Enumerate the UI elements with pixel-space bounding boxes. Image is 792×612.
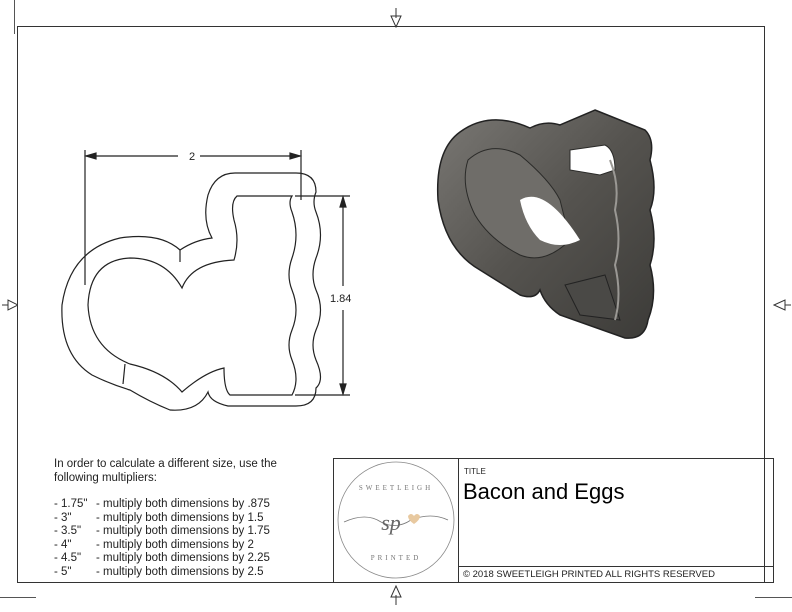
logo-bottom-text: PRINTED: [371, 554, 422, 562]
title-label: TITLE: [464, 467, 486, 476]
multiplier-size: - 3.5": [54, 525, 82, 537]
copyright-notice: © 2018 SWEETLEIGH PRINTED ALL RIGHTS RES…: [458, 566, 774, 582]
multiplier-text: - multiply both dimensions by 2.25: [96, 552, 270, 564]
multiplier-row: - 3" - multiply both dimensions by 1.5: [54, 512, 284, 526]
center-arrow-right-icon: [773, 299, 791, 311]
center-arrow-bottom-icon: [390, 585, 402, 605]
sweetleigh-logo: SWEETLEIGH PRINTED sp: [334, 459, 459, 582]
multiplier-size: - 1.75": [54, 498, 88, 510]
logo-emblem-icon: SWEETLEIGH PRINTED sp: [337, 461, 455, 579]
multiplier-size: - 5": [54, 565, 72, 578]
multiplier-text: - multiply both dimensions by 1.5: [96, 511, 264, 524]
logo-top-text: SWEETLEIGH: [359, 484, 433, 492]
height-dimension-label: 1.84: [330, 293, 351, 305]
multiplier-row: - 1.75" - multiply both dimensions by .87…: [54, 498, 284, 512]
multiplier-size: - 3": [54, 511, 72, 524]
corner-mark-top-left: [0, 0, 15, 34]
title-block: SWEETLEIGH PRINTED sp TITLE Bacon and Eg…: [333, 458, 774, 583]
multiplier-size: - 4": [54, 538, 72, 551]
cutter-3d-render: [436, 109, 655, 339]
multiplier-text: - multiply both dimensions by .875: [96, 498, 270, 510]
width-dimension-label: 2: [189, 151, 195, 163]
multiplier-size: - 4.5": [54, 552, 82, 564]
center-arrow-left-icon: [2, 299, 18, 311]
multiplier-text: - multiply both dimensions by 2.5: [96, 565, 264, 578]
drawing-title: Bacon and Eggs: [463, 479, 625, 504]
corner-mark-bottom-left: [0, 597, 36, 612]
notes-intro: In order to calculate a different size, …: [54, 458, 277, 484]
heart-icon: [408, 514, 420, 524]
multiplier-row: - 3.5" - multiply both dimensions by 1.75: [54, 525, 284, 539]
multiplier-row: - 5" - multiply both dimensions by 2.5: [54, 566, 284, 580]
multiplier-text: - multiply both dimensions by 1.75: [96, 525, 270, 537]
multiplier-text: - multiply both dimensions by 2: [96, 538, 254, 551]
cutter-outline-drawing: 2 1.84: [61, 150, 351, 411]
size-multiplier-notes: In order to calculate a different size, …: [54, 458, 284, 579]
logo-monogram: sp: [381, 510, 401, 535]
center-arrow-top-icon: [390, 8, 402, 28]
multiplier-row: - 4" - multiply both dimensions by 2: [54, 539, 284, 553]
corner-mark-bottom-right: [755, 597, 792, 612]
multiplier-row: - 4.5" - multiply both dimensions by 2.25: [54, 552, 284, 566]
